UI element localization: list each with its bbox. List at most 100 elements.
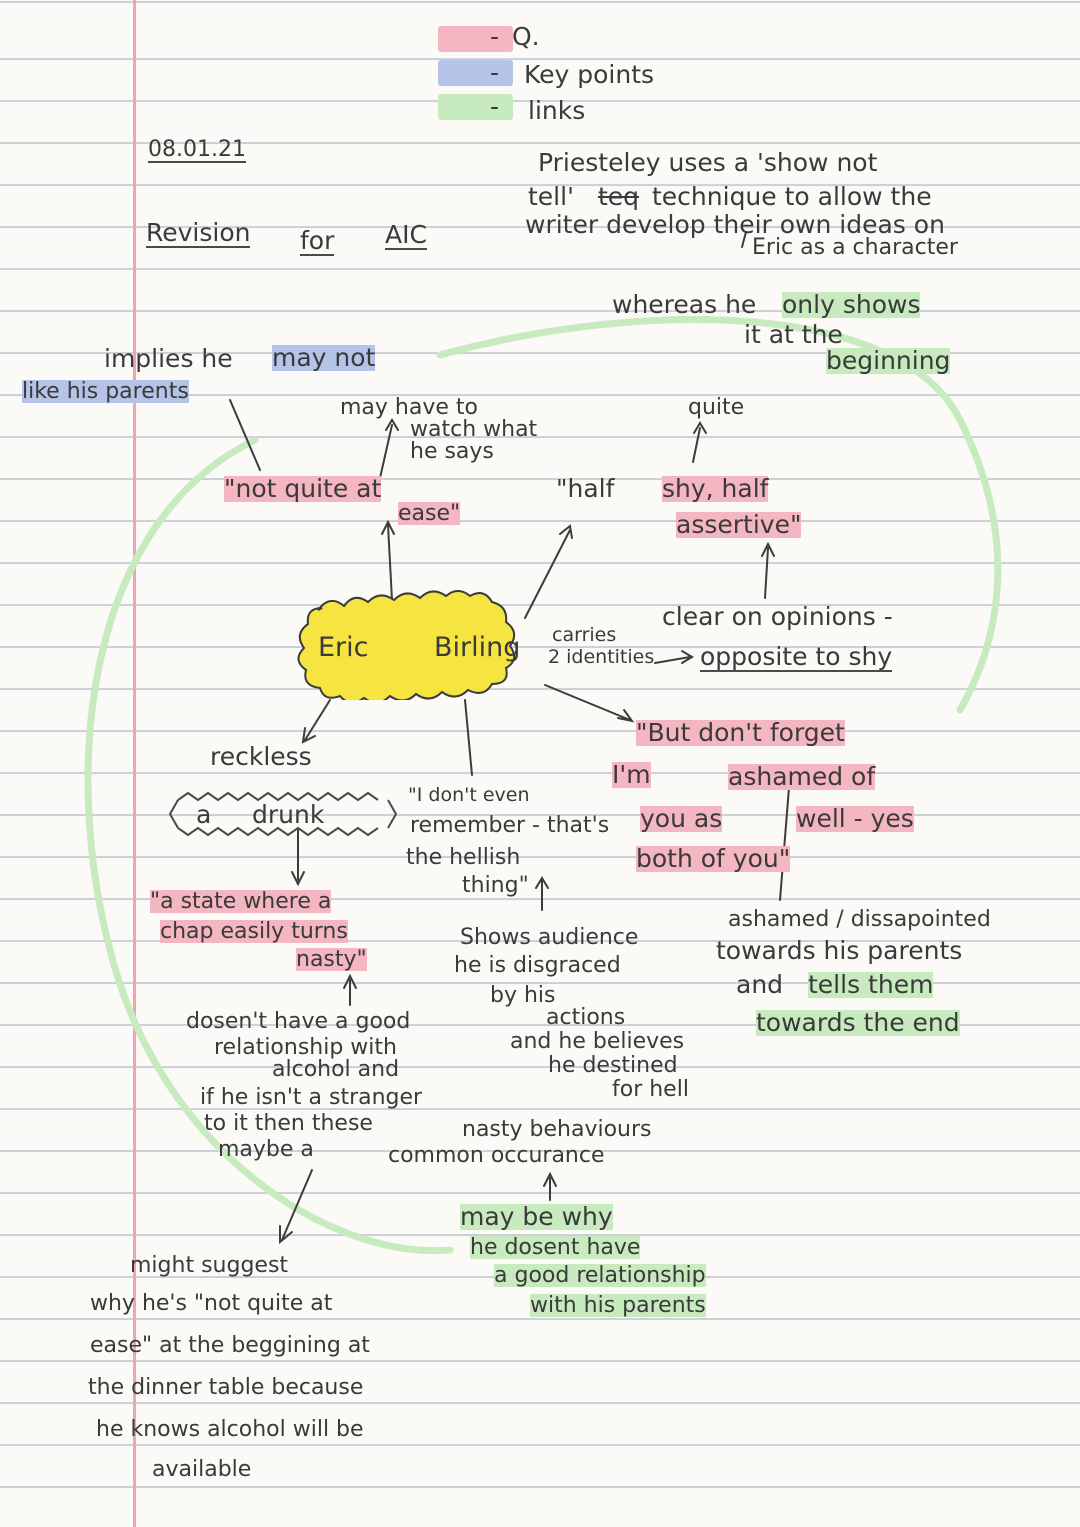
arrow-up-from-thing	[535, 876, 549, 911]
quote-state-line3: nasty"	[296, 947, 367, 972]
note-watch-what: watch what	[410, 417, 538, 442]
note-might-suggest: might suggest	[130, 1253, 289, 1278]
center-name-last: Birling	[434, 632, 521, 663]
note-beginning: beginning	[826, 346, 951, 375]
note-towards-the-end: towards the end	[756, 1008, 960, 1037]
note-show-not-tell-line3: writer develop their own ideas on	[525, 210, 945, 239]
arrow-to-may-be	[543, 1171, 557, 1201]
note-nasty-behaviours: nasty behaviours	[462, 1117, 652, 1142]
arrow-implies	[229, 399, 261, 471]
arrow-to-but	[544, 684, 635, 723]
note-he-destined: he destined	[548, 1053, 678, 1078]
page-margin-line	[133, 0, 136, 1527]
quote-half: "half	[556, 474, 615, 503]
page-date: 08.01.21	[148, 137, 246, 164]
note-he-says: he says	[410, 439, 494, 464]
note-reckless: reckless	[210, 742, 312, 771]
note-suggest-line4: the dinner table because	[88, 1375, 364, 1400]
quote-ease: ease"	[398, 501, 461, 526]
note-suggest-line2: why he's "not quite at	[90, 1291, 333, 1316]
quote-dont-remember-line3: the hellish	[406, 845, 521, 870]
legend-label-questions: Q.	[512, 22, 540, 51]
note-common-occurance: common occurance	[388, 1143, 605, 1168]
drunk-zigzag-frame	[168, 791, 398, 837]
note-quite: quite	[688, 395, 745, 420]
note-and: and	[736, 970, 784, 999]
page-title: Revision	[146, 218, 251, 249]
note-carries: carries	[552, 624, 617, 646]
note-may-not: may not	[272, 343, 376, 372]
note-clear-on-opinions: clear on opinions -	[662, 602, 893, 631]
note-drunk: drunk	[252, 800, 325, 829]
quote-not-quite-at: "not quite at	[224, 474, 382, 503]
note-may-be-why: may be why	[460, 1202, 613, 1231]
green-link-loop-right	[436, 316, 1002, 714]
legend-swatch-pink	[438, 26, 513, 52]
quote-but-dont-forget: "But don't forget	[636, 718, 845, 747]
note-he-is-disgraced: he is disgraced	[454, 953, 621, 978]
arrow-watch	[379, 418, 399, 479]
legend-swatch-blue	[438, 60, 513, 86]
note-alcohol-line5: to it then these	[204, 1111, 373, 1136]
legend-label-links: links	[528, 96, 586, 125]
note-towards-his-parents: towards his parents	[716, 936, 963, 965]
arrow-carries	[654, 650, 694, 664]
arrow-to-assertive	[761, 541, 775, 599]
note-show-not-tell-line2-post: technique to allow the	[652, 182, 932, 211]
note-suggest-line6: available	[152, 1457, 252, 1482]
note-actions: actions	[546, 1005, 626, 1030]
arrow-nasty-up	[343, 973, 357, 1006]
note-a-good-relationship: a good relationship	[494, 1263, 706, 1288]
arrow-to-suggest	[279, 1169, 313, 1245]
quote-dont-remember-line1: "I don't even	[408, 784, 530, 806]
note-suggest-line3: ease" at the beggining at	[90, 1333, 370, 1358]
quote-im: I'm	[612, 760, 651, 789]
quote-dont-remember-line2: remember - that's	[410, 813, 610, 838]
note-two-identities: 2 identities	[548, 646, 655, 668]
quote-well-yes: well - yes	[796, 804, 914, 833]
note-struck-word: teq	[598, 182, 640, 211]
arrow-ashamed	[779, 774, 791, 901]
note-implies-he: implies he	[104, 344, 233, 373]
note-it-at-the: it at the	[744, 320, 843, 349]
quote-dont-remember-line4: thing"	[462, 873, 529, 898]
note-whereas: whereas he	[612, 290, 757, 319]
arrow-to-ease	[381, 519, 395, 601]
green-link-loop-left	[84, 436, 454, 1255]
note-tells-them: tells them	[808, 970, 934, 999]
note-drunk-a: a	[196, 800, 212, 829]
legend-dash: -	[490, 58, 500, 87]
note-by-his: by his	[490, 983, 556, 1008]
quote-shy-half: shy, half	[662, 474, 769, 503]
page-title-topic: AIC	[385, 220, 427, 251]
quote-assertive: assertive"	[676, 510, 802, 539]
note-with-his-parents: with his parents	[530, 1293, 706, 1318]
eric-cloud-highlight	[297, 590, 516, 700]
note-alcohol-line4: if he isn't a stranger	[200, 1085, 423, 1110]
legend-label-key-points: Key points	[524, 60, 655, 89]
note-shows-audience: Shows audience	[460, 925, 639, 950]
note-alcohol-line2: relationship with	[214, 1035, 397, 1060]
note-suggest-line5: he knows alcohol will be	[96, 1417, 364, 1442]
arrow-quite	[692, 421, 707, 463]
arrow-drunk-down	[291, 829, 305, 887]
note-alcohol-line3: alcohol and	[272, 1057, 400, 1082]
note-show-not-tell-line4: Eric as a character	[752, 235, 958, 260]
note-and-he-believes: and he believes	[510, 1029, 685, 1054]
arrow-to-eric-note	[741, 231, 747, 248]
note-opposite-to-shy: opposite to shy	[700, 642, 893, 673]
quote-state-line1: "a state where a	[150, 889, 332, 914]
note-ashamed-dissapointed: ashamed / dissapointed	[728, 907, 991, 932]
quote-state-line2: chap easily turns	[160, 919, 348, 944]
note-alcohol-line1: dosen't have a good	[186, 1009, 411, 1034]
quote-both-of-you: both of you"	[636, 844, 791, 873]
legend-dash: -	[490, 22, 500, 51]
legend-dash: -	[490, 92, 500, 121]
arrow-to-dont-remember	[464, 699, 473, 776]
note-only-shows: only shows	[782, 290, 921, 319]
center-name-first: Eric	[318, 632, 369, 663]
quote-you-as: you as	[640, 804, 723, 833]
arrow-to-half	[524, 524, 573, 619]
note-may-have-to: may have to	[340, 395, 478, 420]
